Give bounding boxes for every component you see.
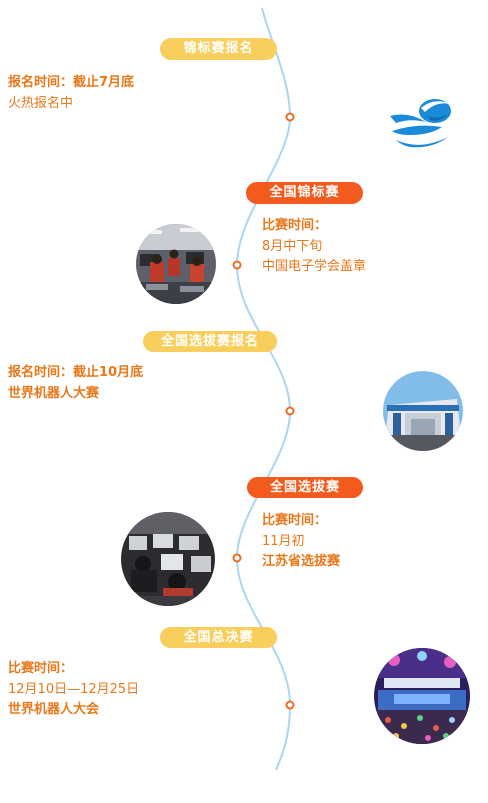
stage-info: 比赛时间： 8月中下旬 中国电子学会盖章 [262, 216, 366, 278]
timeline-wave-line [235, 7, 292, 771]
info-line-event: 世界机器人大会 [8, 702, 100, 717]
stage-tag: 全国总决赛 [160, 627, 277, 648]
info-line-date: 12月10日—12月25日 [8, 681, 140, 697]
info-line-event: 世界机器人大赛 [8, 385, 100, 401]
info-line-date: 11月初 [262, 533, 305, 549]
timeline-dot [285, 112, 295, 122]
info-line-event: 江苏省选拔赛 [262, 554, 341, 569]
classroom-photo [121, 512, 215, 606]
timeline-dot [232, 260, 242, 270]
stage-tag: 全国选拔赛报名 [143, 331, 277, 352]
info-line-label: 比赛时间： [262, 513, 328, 528]
stage-tag: 锦标赛报名 [160, 38, 277, 60]
timeline-dot [285, 406, 295, 416]
info-line-registration-deadline: 报名时间：截止7月底 [8, 75, 135, 90]
info-line-status: 火热报名中 [8, 95, 74, 111]
arena-photo [374, 648, 470, 744]
stage-info: 报名时间：截止10月底 世界机器人大赛 [8, 363, 143, 404]
stage-tag: 全国选拔赛 [247, 477, 363, 498]
stage-info: 报名时间：截止7月底 火热报名中 [8, 73, 134, 114]
info-line-date: 8月中下旬 [262, 238, 323, 254]
stage-info: 比赛时间： 11月初 江苏省选拔赛 [262, 511, 340, 573]
info-line-label: 比赛时间： [8, 661, 74, 676]
timeline-dot [285, 700, 295, 710]
stage-tag: 全国锦标赛 [246, 182, 363, 204]
info-line-registration-deadline: 报名时间：截止10月底 [8, 365, 144, 380]
stage-info: 比赛时间： 12月10日—12月25日 世界机器人大会 [8, 659, 139, 721]
info-line-label: 比赛时间： [262, 218, 328, 233]
swoosh-logo-icon [388, 94, 454, 150]
exhibition-hall-photo [383, 371, 463, 451]
info-line-organizer: 中国电子学会盖章 [262, 259, 367, 274]
timeline-dot [232, 553, 242, 563]
computer-room-photo [136, 224, 216, 304]
